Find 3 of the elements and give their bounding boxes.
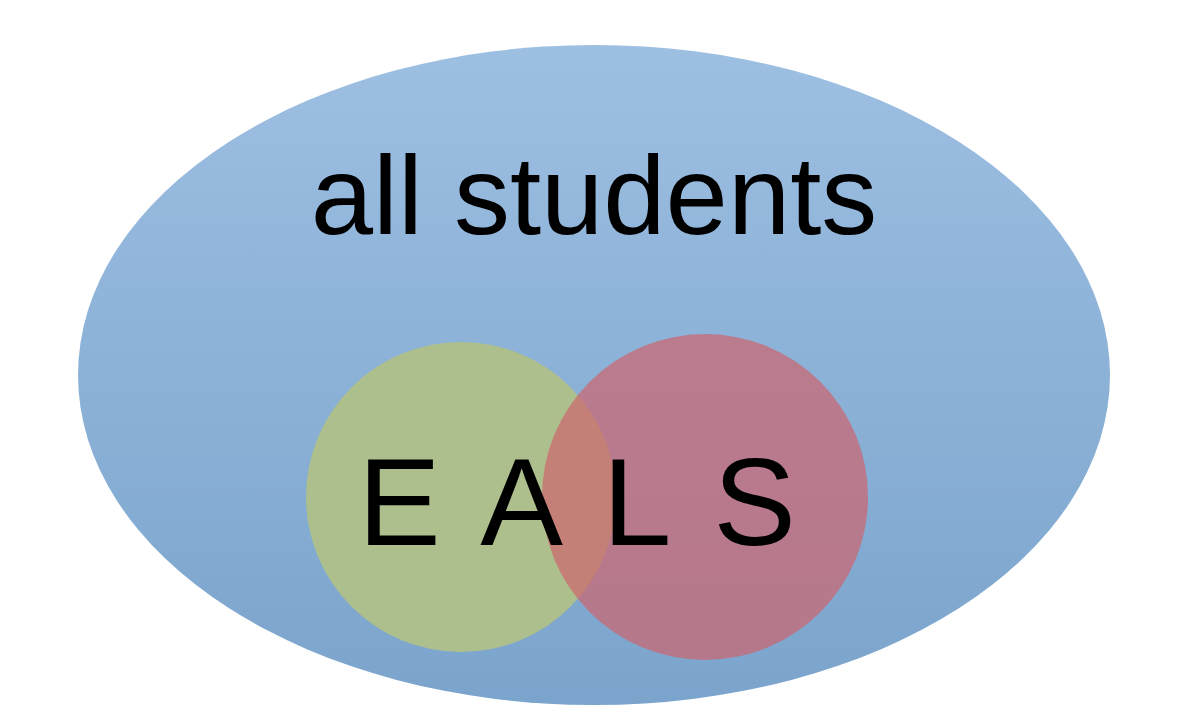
set-label: all students bbox=[310, 140, 878, 252]
set-label: E A L S bbox=[357, 440, 803, 564]
set-ellipse bbox=[78, 45, 1110, 705]
